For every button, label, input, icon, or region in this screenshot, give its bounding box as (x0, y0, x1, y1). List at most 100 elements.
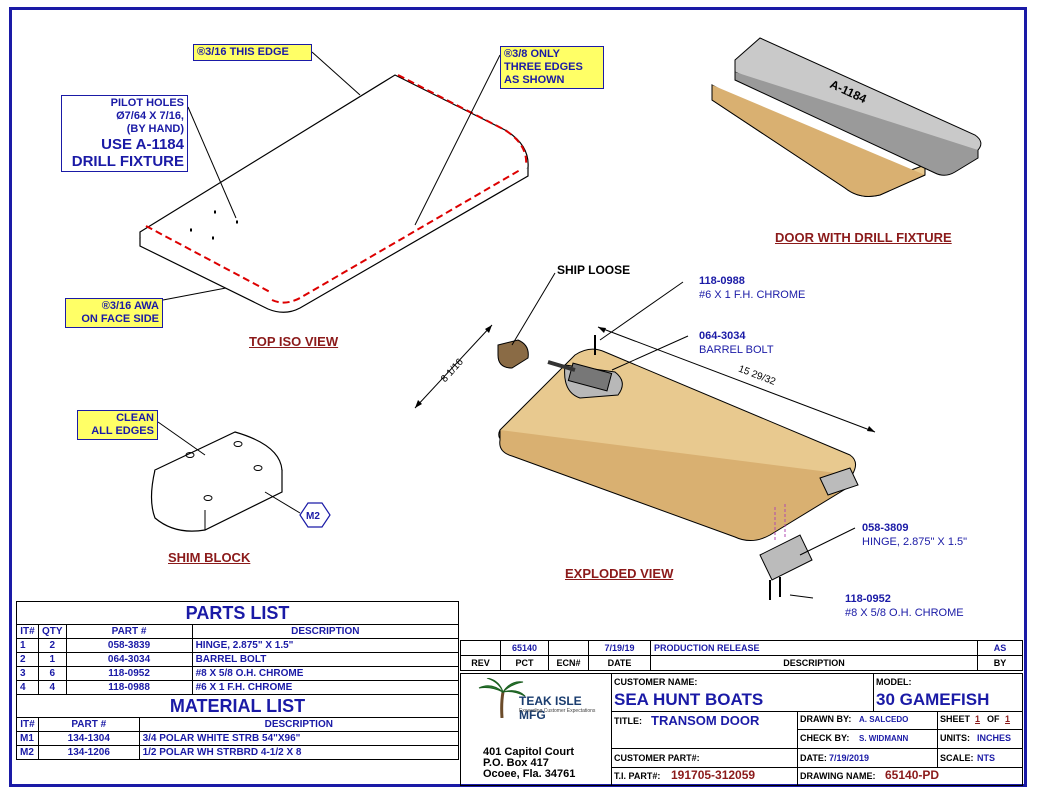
sheet-label: SHEET (940, 714, 971, 724)
exploded-door: 8 1/16 15 29/32 (414, 272, 876, 600)
ml-header-it: IT# (16, 717, 39, 732)
clean-line1: CLEAN (116, 412, 154, 424)
sheet-value: 1 (975, 714, 981, 724)
pl-it: 3 (16, 666, 39, 681)
p1180988-desc: #6 X 1 F.H. CHROME (699, 289, 806, 301)
pl-header-qty: QTY (38, 624, 67, 639)
pl-it: 4 (16, 680, 39, 695)
drawn-by-label: DRAWN BY: (800, 714, 852, 724)
parts-material-table: PARTS LIST IT# QTY PART # DESCRIPTION 1 … (16, 601, 460, 760)
table-row: M2 134-1206 1/2 POLAR WH STRBRD 4-1/2 X … (16, 745, 460, 760)
table-row: 2 1 064-3034 BARREL BOLT (16, 652, 460, 667)
of-value: 1 (1005, 714, 1011, 724)
units-label: UNITS: (940, 733, 970, 743)
sheet-cell: SHEET 1 OF 1 (937, 711, 1022, 730)
date-value: 7/19/2019 (829, 753, 870, 763)
p0643034-desc: BARREL BOLT (699, 344, 774, 356)
pilot-line3: (BY HAND) (126, 123, 184, 135)
ml-part: 134-1304 (38, 731, 140, 746)
date-cell: DATE: 7/19/2019 (797, 748, 938, 768)
pl-it: 1 (16, 638, 39, 653)
label-door-with-drill-fixture: DOOR WITH DRILL FIXTURE (775, 230, 952, 245)
ml-desc: 1/2 POLAR WH STRBRD 4-1/2 X 8 (138, 745, 460, 760)
units-value: INCHES (977, 733, 1012, 743)
ml-it: M1 (16, 731, 39, 746)
pl-part: 064-3034 (65, 652, 193, 667)
door-with-fixture: A-1184 (711, 37, 982, 197)
callout-3-8-line3: AS SHOWN (504, 74, 565, 86)
pct-header: PCT (500, 655, 549, 671)
callout-clean-edges: CLEAN ALL EDGES (77, 410, 158, 440)
clean-line2: ALL EDGES (91, 425, 154, 437)
rev-desc-value: PRODUCTION RELEASE (650, 640, 978, 656)
awa-line1: ®3/16 AWA (101, 300, 159, 312)
ti-part-label: T.I. PART#: (614, 771, 661, 781)
address-line2: P.O. Box 417 (483, 757, 549, 769)
of-label: OF (987, 714, 1000, 724)
revision-row: 65140 7/19/19 PRODUCTION RELEASE AS (460, 640, 1023, 656)
shim-block: M2 (150, 421, 331, 532)
rev-header: REV (460, 655, 501, 671)
label-top-iso-view: TOP ISO VIEW (249, 334, 339, 349)
ml-header-desc: DESCRIPTION (138, 717, 460, 732)
pl-desc: #8 X 5/8 O.H. CHROME (191, 666, 460, 681)
dim-length: 15 29/32 (737, 364, 778, 388)
material-list-title: MATERIAL LIST (16, 694, 459, 718)
company-block: TEAK ISLE MFG Exceeding Customer Expecta… (461, 674, 612, 785)
callout-pilot-holes: PILOT HOLES Ø7/64 X 7/16, (BY HAND) USE … (61, 95, 188, 172)
callout-ship-loose: SHIP LOOSE (557, 263, 631, 277)
ecn-value (548, 640, 589, 656)
company-name: TEAK ISLE MFG (519, 694, 582, 722)
ti-part-cell: T.I. PART#: 191705-312059 (611, 767, 798, 785)
pl-part: 118-0952 (65, 666, 193, 681)
callout-3-8-line1: ®3/8 ONLY (504, 48, 560, 60)
pilot-line5: DRILL FIXTURE (71, 153, 184, 170)
pilot-line4: USE A-1184 (101, 136, 184, 153)
callout-118-0988: 118-0988 #6 X 1 F.H. CHROME (699, 274, 805, 302)
pl-qty: 4 (38, 680, 67, 695)
p0583809-desc: HINGE, 2.875" X 1.5" (862, 536, 968, 548)
ml-part: 134-1206 (38, 745, 140, 760)
dim-width: 8 1/16 (439, 356, 466, 384)
pl-qty: 1 (38, 652, 67, 667)
pl-desc: #6 X 1 F.H. CHROME (191, 680, 460, 695)
drawn-by-cell: DRAWN BY: A. SALCEDO (797, 711, 938, 730)
p0583809-num: 058-3809 (862, 522, 909, 534)
drawing-name-label: DRAWING NAME: (800, 771, 876, 781)
ml-header-part: PART # (38, 717, 140, 732)
table-row: 4 4 118-0988 #6 X 1 F.H. CHROME (16, 680, 460, 695)
ti-part-value: 191705-312059 (671, 768, 756, 782)
pl-desc: HINGE, 2.875" X 1.5" (191, 638, 460, 653)
table-row: 3 6 118-0952 #8 X 5/8 O.H. CHROME (16, 666, 460, 681)
customer-name-value: SEA HUNT BOATS (614, 690, 764, 709)
drawing-canvas: A-1184 M2 8 1/16 1 (139, 37, 982, 600)
company-tagline: Exceeding Customer Expectations (519, 708, 596, 714)
p1180952-desc: #8 X 5/8 O.H. CHROME (845, 607, 964, 619)
pl-part: 118-0988 (65, 680, 193, 695)
ecn-header: ECN# (548, 655, 589, 671)
p0643034-num: 064-3034 (699, 330, 746, 342)
date-header: DATE (588, 655, 651, 671)
check-by-value: S. WIDMANN (859, 734, 909, 743)
pl-header-desc: DESCRIPTION (191, 624, 460, 639)
units-cell: UNITS: INCHES (937, 729, 1022, 749)
rev-date-value: 7/19/19 (588, 640, 651, 656)
scale-cell: SCALE: NTS (937, 748, 1022, 768)
customer-part-label: CUSTOMER PART#: (614, 753, 700, 763)
customer-part-cell: CUSTOMER PART#: (611, 748, 798, 768)
callout-3-8-line2: THREE EDGES (504, 61, 583, 73)
date-label: DATE: (800, 753, 827, 763)
pl-desc: BARREL BOLT (191, 652, 460, 667)
address-line3: Ocoee, Fla. 34761 (483, 768, 576, 780)
title-label: TITLE: (614, 716, 642, 726)
drawn-by-value: A. SALCEDO (859, 715, 909, 724)
pl-qty: 6 (38, 666, 67, 681)
address-line1: 401 Capitol Court (483, 746, 575, 758)
pilot-line2: Ø7/64 X 7/16, (116, 110, 184, 122)
p1180952-num: 118-0952 (845, 593, 891, 605)
callout-064-3034: 064-3034 BARREL BOLT (699, 329, 774, 357)
revision-table: 65140 7/19/19 PRODUCTION RELEASE AS REV … (460, 640, 1023, 671)
top-iso-board (139, 51, 529, 313)
label-shim-block: SHIM BLOCK (168, 550, 251, 565)
pl-part: 058-3839 (65, 638, 193, 653)
